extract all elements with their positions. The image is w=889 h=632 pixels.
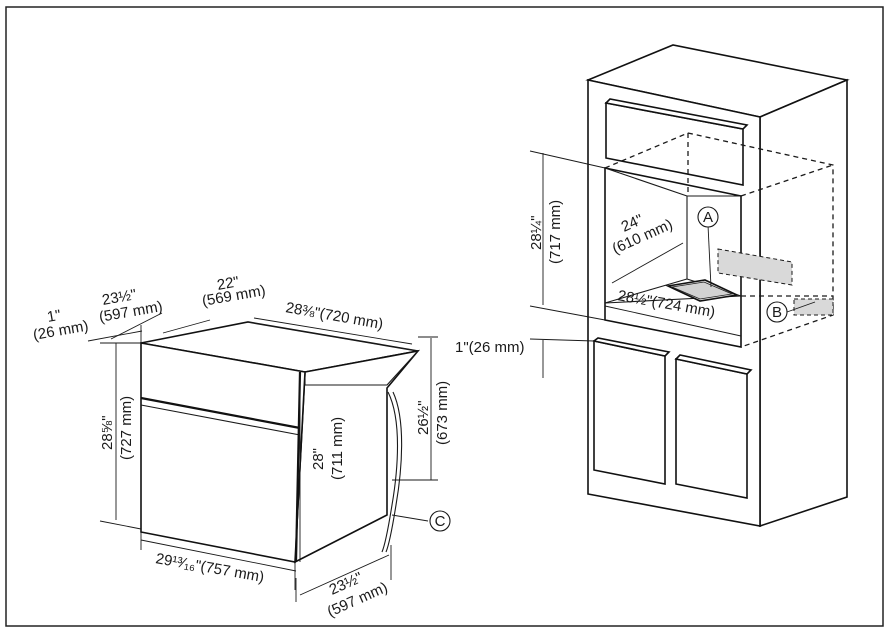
oven-width-bottom: 29¹³⁄₁₆"(757 mm) xyxy=(154,550,265,586)
cabinet-gap-1: 1"(26 mm) xyxy=(455,339,525,356)
oven-depth-23-in: 23½" xyxy=(101,286,138,309)
cabinet-dimension-lines xyxy=(529,150,816,378)
oven-depth-22-in: 22" xyxy=(216,273,241,294)
oven-drawing xyxy=(140,321,421,564)
oven-height-26-in: 26½" xyxy=(415,400,432,435)
cabinet-height-28-1-4-mm: (717 mm) xyxy=(547,200,564,264)
oven-depth-1-mm: (26 mm) xyxy=(32,318,90,344)
cabinet-height-28-1-4-in: 28¼" xyxy=(528,215,545,250)
oven-height-28-5-8-mm: (727 mm) xyxy=(118,396,135,460)
callout-b-circle xyxy=(766,301,788,323)
callout-a-label: A xyxy=(703,209,713,226)
oven-dimension-lines xyxy=(87,312,438,602)
callout-c-label: C xyxy=(435,513,446,530)
callout-c-circle xyxy=(429,510,451,532)
oven-width-top: 28⅜"(720 mm) xyxy=(284,299,384,333)
oven-depth-1-in: 1" xyxy=(46,307,62,326)
cabinet-drawing xyxy=(585,44,850,528)
oven-height-26-mm: (673 mm) xyxy=(434,381,451,445)
callout-b-label: B xyxy=(772,304,782,321)
diagram-border xyxy=(5,6,884,627)
oven-height-28-5-8-in: 28⅝" xyxy=(99,415,116,450)
oven-height-28-mm: (711 mm) xyxy=(329,417,346,480)
oven-height-28-in: 28" xyxy=(310,448,327,470)
callout-a-circle xyxy=(697,206,719,228)
